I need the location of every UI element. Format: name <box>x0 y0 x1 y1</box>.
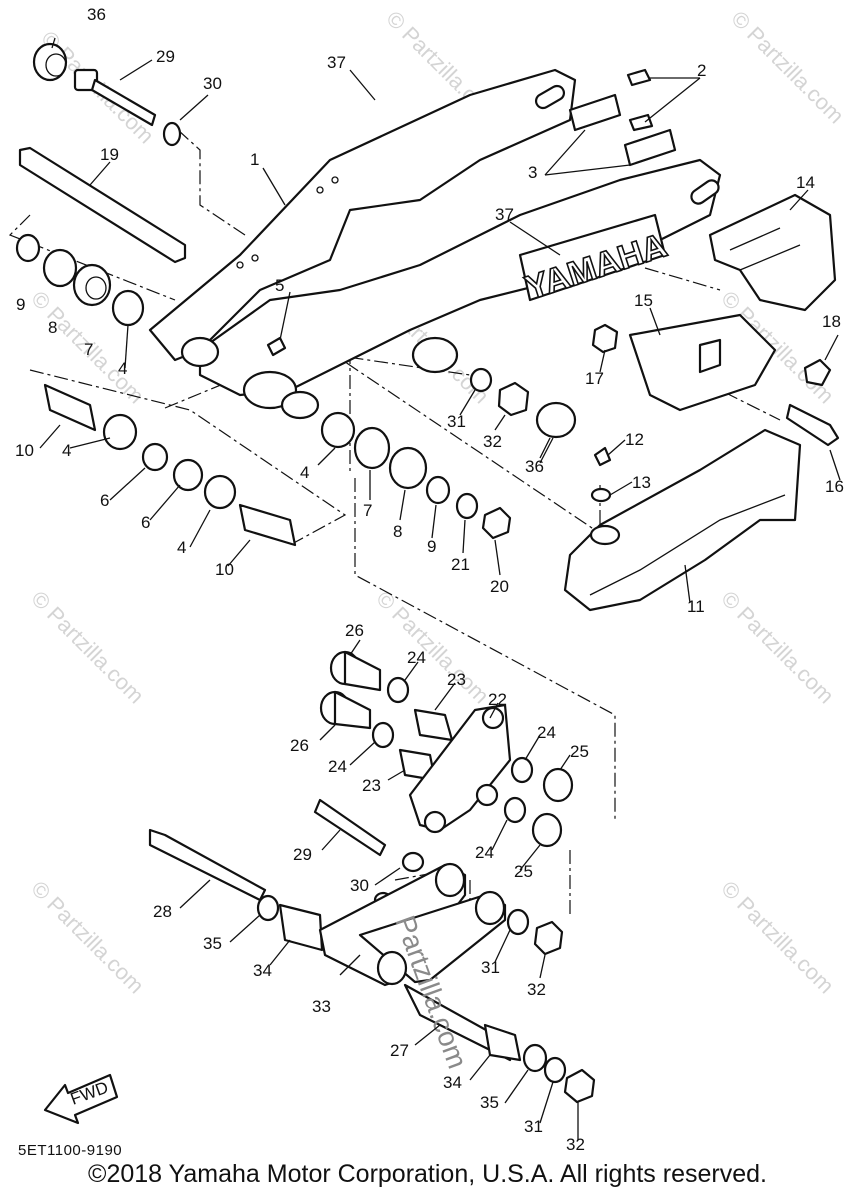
label-7: 7 <box>363 501 372 520</box>
linkage <box>148 650 596 1104</box>
label-6: 6 <box>100 491 109 510</box>
label-4: 4 <box>300 463 309 482</box>
label-4: 4 <box>62 441 71 460</box>
watermark: © Partzilla.com <box>716 586 839 709</box>
relay-arm <box>563 428 802 612</box>
copyright-text: ©2018 Yamaha Motor Corporation, U.S.A. A… <box>88 1160 767 1188</box>
label-35: 35 <box>203 934 222 953</box>
label-10: 10 <box>15 441 34 460</box>
label-35: 35 <box>480 1093 499 1112</box>
label-9: 9 <box>16 295 25 314</box>
watermark: © Partzilla.com <box>26 876 149 999</box>
watermark: © Partzilla.com <box>716 876 839 999</box>
fwd-arrow: FWD <box>43 1073 119 1125</box>
label-32: 32 <box>483 432 502 451</box>
label-6: 6 <box>141 513 150 532</box>
label-32: 32 <box>527 980 546 999</box>
chain-guide <box>708 193 837 312</box>
label-4: 4 <box>118 359 127 378</box>
label-27: 27 <box>390 1041 409 1060</box>
label-32: 32 <box>566 1135 585 1154</box>
label-9: 9 <box>427 537 436 556</box>
label-31: 31 <box>524 1117 543 1136</box>
label-36: 36 <box>525 457 544 476</box>
label-24: 24 <box>475 843 494 862</box>
label-37: 37 <box>495 205 514 224</box>
label-8: 8 <box>393 522 402 541</box>
chain-support <box>628 313 777 412</box>
label-17: 17 <box>585 369 604 388</box>
label-33: 33 <box>312 997 331 1016</box>
label-34: 34 <box>443 1073 462 1092</box>
label-18: 18 <box>822 312 841 331</box>
label-4: 4 <box>177 538 186 557</box>
label-1: 1 <box>250 150 259 169</box>
label-7: 7 <box>84 340 93 359</box>
label-24: 24 <box>328 757 347 776</box>
watermark: © Partzilla.com <box>726 6 849 129</box>
label-31: 31 <box>447 412 466 431</box>
label-11: 11 <box>687 597 705 616</box>
label-25: 25 <box>570 742 589 761</box>
watermark: © Partzilla.com <box>26 586 149 709</box>
diagram-code: 5ET1100-9190 <box>18 1142 123 1159</box>
label-3: 3 <box>528 163 537 182</box>
label-8: 8 <box>48 318 57 337</box>
label-26: 26 <box>345 621 364 640</box>
bearings-collars <box>15 42 840 547</box>
label-2: 2 <box>697 61 706 80</box>
label-22: 22 <box>488 690 507 709</box>
label-30: 30 <box>350 876 369 895</box>
label-leaders <box>39 37 841 1140</box>
label-15: 15 <box>634 291 653 310</box>
label-5: 5 <box>275 276 284 295</box>
label-24: 24 <box>537 723 556 742</box>
label-36: 36 <box>87 5 106 24</box>
label-30: 30 <box>203 74 222 93</box>
label-34: 34 <box>253 961 272 980</box>
label-12: 12 <box>625 430 644 449</box>
label-19: 19 <box>100 145 119 164</box>
label-28: 28 <box>153 902 172 921</box>
label-23: 23 <box>362 776 381 795</box>
label-24: 24 <box>407 648 426 667</box>
label-20: 20 <box>490 577 509 596</box>
label-29: 29 <box>156 47 175 66</box>
label-14: 14 <box>796 173 815 192</box>
label-23: 23 <box>447 670 466 689</box>
label-25: 25 <box>514 862 533 881</box>
label-10: 10 <box>215 560 234 579</box>
label-13: 13 <box>632 473 651 492</box>
label-29: 29 <box>293 845 312 864</box>
label-31: 31 <box>481 958 500 977</box>
label-26: 26 <box>290 736 309 755</box>
label-16: 16 <box>825 477 844 496</box>
label-21: 21 <box>451 555 470 574</box>
part-labels: 36 29 30 37 2 3 19 1 14 37 5 15 9 8 7 4 … <box>15 5 844 1154</box>
label-37: 37 <box>327 53 346 72</box>
